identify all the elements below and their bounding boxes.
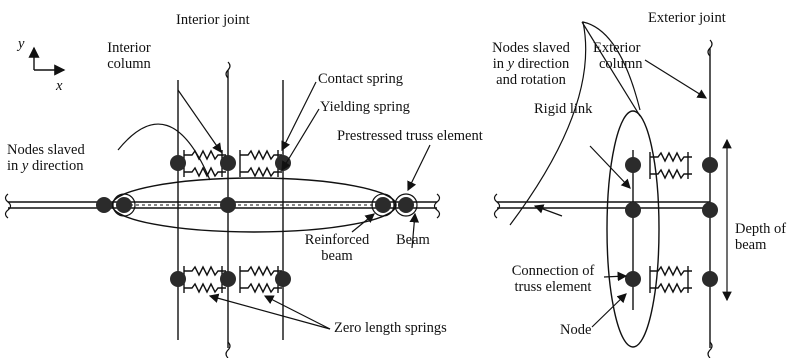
exterior-column-label: Exterior column	[593, 40, 643, 72]
exterior-joint	[493, 21, 732, 358]
node	[625, 157, 641, 173]
node	[170, 271, 186, 287]
node	[625, 271, 641, 287]
word-y: y	[21, 158, 29, 174]
nodes-slaved-y-rot-line2: in y direction	[476, 56, 586, 72]
rigid-link-label: Rigid link	[534, 101, 593, 117]
word-direction: direction	[517, 56, 570, 72]
rigid-link-ellipse	[606, 110, 660, 348]
node	[220, 155, 236, 171]
exterior-column-line1: Exterior	[593, 40, 641, 56]
exterior-columns	[632, 39, 713, 358]
node	[116, 197, 132, 213]
node	[275, 271, 291, 287]
nodes-slaved-y-rot-line1: Nodes slaved	[492, 40, 570, 56]
node	[702, 157, 718, 173]
exterior-joint-title: Exterior joint	[648, 10, 726, 26]
nodes-slaved-y-label: Nodes slaved in y direction	[7, 142, 85, 174]
interior-joint-title: Interior joint	[176, 12, 250, 28]
node	[398, 197, 414, 213]
interior-joint	[4, 61, 441, 358]
prestressed-truss-label: Prestressed truss element	[337, 128, 483, 144]
word-in: in	[7, 158, 19, 174]
node	[220, 271, 236, 287]
word-direction: direction	[31, 158, 84, 174]
reinforced-beam-line1: Reinforced	[304, 232, 370, 248]
interior-leaders	[117, 81, 431, 330]
yielding-spring-label: Yielding spring	[320, 99, 410, 115]
exterior-springs	[649, 151, 692, 294]
node	[96, 197, 112, 213]
interior-column-label: Interior column	[84, 40, 174, 72]
nodes-slaved-y-line1: Nodes slaved	[7, 142, 85, 158]
connection-truss-line2: truss element	[514, 279, 592, 295]
exterior-beam	[493, 193, 710, 219]
reinforced-beam-label: Reinforced beam	[296, 232, 378, 264]
contact-spring-label: Contact spring	[318, 71, 403, 87]
depth-of-beam-line2: beam	[735, 237, 767, 253]
exterior-nodes	[625, 157, 718, 287]
depth-of-beam-label: Depth of beam	[735, 221, 786, 253]
y-axis-label: y	[18, 36, 25, 52]
word-in: in	[492, 56, 505, 72]
interior-columns	[177, 61, 284, 358]
nodes-slaved-y-rot-line3: and rotation	[496, 72, 566, 88]
nodes-slaved-y-line2: in y direction	[7, 158, 85, 174]
zero-length-springs-label: Zero length springs	[334, 320, 447, 336]
node	[220, 197, 236, 213]
connection-truss-line1: Connection of	[511, 263, 595, 279]
interior-column-line2: column	[107, 56, 151, 72]
node	[702, 271, 718, 287]
connection-truss-label: Connection of truss element	[498, 263, 608, 295]
beam-label: Beam	[396, 232, 430, 248]
x-axis-label: x	[56, 78, 63, 94]
exterior-column-line2: column	[599, 56, 643, 72]
node	[625, 202, 641, 218]
axis-indicator	[28, 46, 66, 76]
reinforced-beam-line2: beam	[321, 248, 353, 264]
node	[170, 155, 186, 171]
node-label: Node	[560, 322, 592, 338]
node	[375, 197, 391, 213]
interior-column-line1: Interior	[107, 40, 151, 56]
node	[702, 202, 718, 218]
depth-of-beam-line1: Depth of	[735, 221, 787, 237]
exterior-leaders	[509, 21, 708, 328]
nodes-slaved-y-rot-label: Nodes slaved in y direction and rotation	[476, 40, 586, 88]
word-y: y	[507, 56, 515, 72]
